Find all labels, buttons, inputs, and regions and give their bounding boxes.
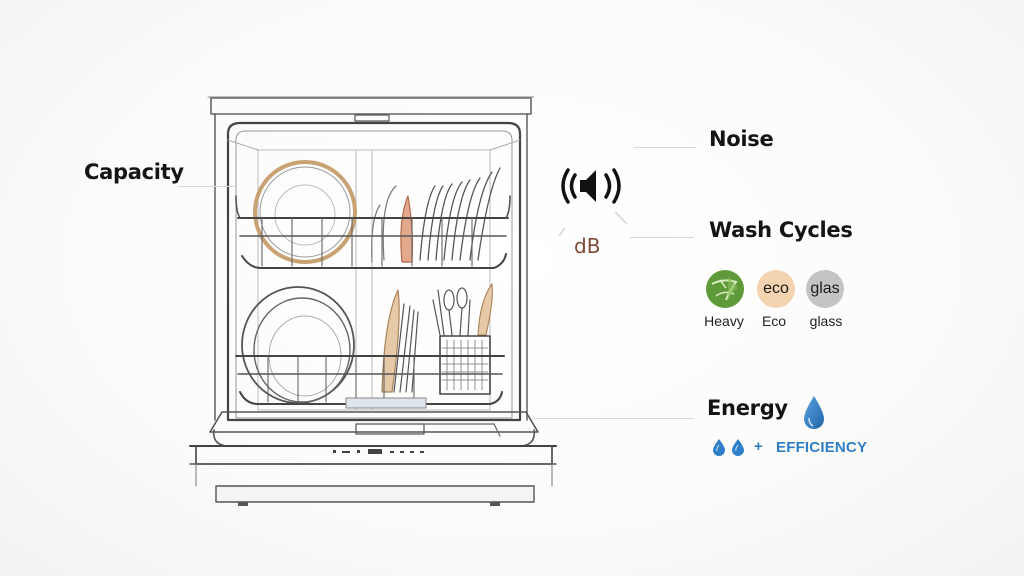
cycle-label-heavy: Heavy	[704, 313, 744, 329]
cycle-label-eco: Eco	[761, 313, 787, 329]
wash-cycles-leader-line	[630, 237, 694, 238]
wash-cycles-label: Wash Cycles	[709, 218, 853, 242]
energy-leader-line	[532, 418, 694, 419]
capacity-label: Capacity	[84, 160, 184, 184]
noise-decoration-lines	[558, 211, 628, 237]
decibel-unit: dB	[574, 234, 601, 258]
glass-icon: glas	[806, 270, 844, 308]
speaker-sound-icon	[561, 168, 621, 204]
capacity-leader-line	[178, 186, 236, 187]
eco-icon: eco	[757, 270, 795, 308]
plus-sign: +	[754, 438, 763, 455]
noise-leader-line	[634, 147, 696, 148]
cycle-label-glass: glass	[809, 313, 843, 329]
energy-label: Energy	[707, 396, 788, 420]
noise-label: Noise	[709, 127, 774, 151]
efficiency-text: EFFICIENCY	[776, 439, 868, 456]
small-drop-icon-1	[713, 439, 725, 456]
glass-icon-text: glas	[810, 280, 840, 297]
small-drop-icon-2	[732, 439, 744, 456]
water-drop-icon	[804, 396, 824, 429]
eco-icon-text: eco	[763, 280, 789, 297]
leaf-heavy-icon	[706, 270, 744, 308]
